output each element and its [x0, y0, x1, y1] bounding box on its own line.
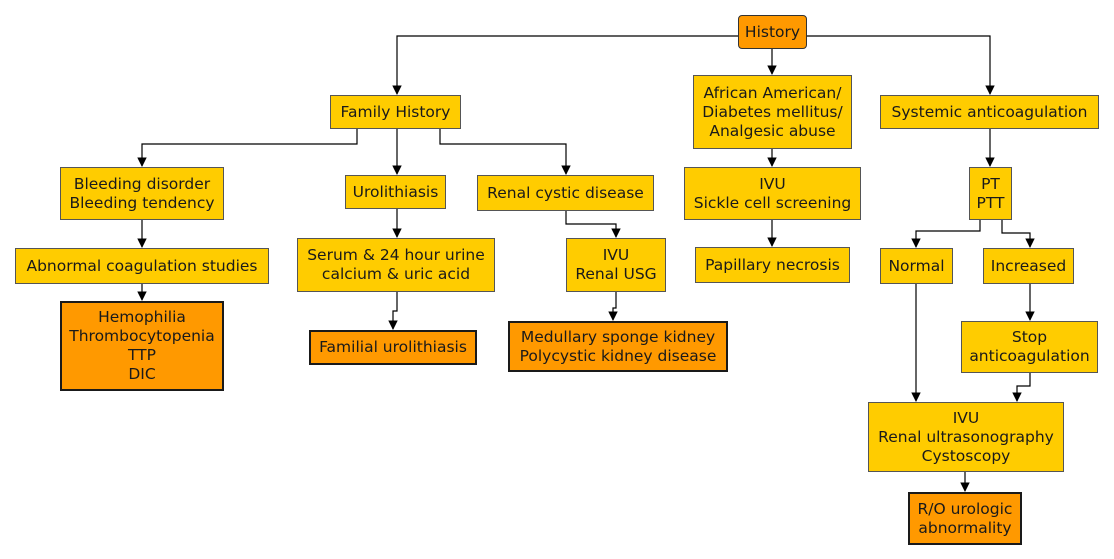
node-ivu-ultrasonography-cystoscopy: IVU Renal ultrasonography Cystoscopy	[868, 402, 1064, 472]
node-bleeding-disorder: Bleeding disorder Bleeding tendency	[60, 167, 224, 220]
node-renal-cystic-disease: Renal cystic disease	[477, 175, 654, 211]
node-serum-24h-urine: Serum & 24 hour urine calcium & uric aci…	[297, 238, 495, 292]
node-family-history: Family History	[330, 95, 461, 129]
edge-renal-cystic-ivu-renal-usg	[565, 210, 621, 238]
node-familial-urolithiasis: Familial urolithiasis	[309, 330, 477, 365]
node-abnormal-coagulation-studies: Abnormal coagulation studies	[15, 248, 269, 284]
node-ivu-renal-usg: IVU Renal USG	[566, 238, 666, 292]
edge-history-systemic-anticoagulation	[806, 35, 995, 95]
node-african-american-diabetes-analgesic: African American/ Diabetes mellitus/ Ana…	[693, 75, 852, 149]
node-hemophilia-thrombocytopenia-ttp-dic: Hemophilia Thrombocytopenia TTP DIC	[60, 301, 224, 391]
node-medullary-sponge-polycystic: Medullary sponge kidney Polycystic kidne…	[508, 321, 728, 372]
edge-history-family-history	[392, 35, 738, 95]
node-papillary-necrosis: Papillary necrosis	[695, 247, 850, 283]
edge-family-history-bleeding-disorder	[137, 128, 358, 167]
edge-pt-ptt-normal	[911, 219, 981, 248]
edge-pt-ptt-increased	[1001, 219, 1035, 248]
node-increased: Increased	[983, 248, 1074, 284]
edge-serum-urine-familial-urolithiasis	[388, 291, 398, 330]
node-history: History	[738, 15, 807, 49]
edge-stop-anticoagulation-ivu-cystoscopy	[1012, 372, 1031, 402]
node-stop-anticoagulation: Stop anticoagulation	[961, 321, 1098, 373]
node-urolithiasis: Urolithiasis	[345, 175, 446, 209]
node-pt-ptt: PT PTT	[969, 167, 1012, 220]
edge-family-history-renal-cystic-disease	[439, 128, 571, 175]
edge-ivu-renal-usg-medullary-sponge	[608, 291, 618, 321]
node-ivu-sickle-cell-screening: IVU Sickle cell screening	[684, 167, 861, 220]
node-ro-urologic-abnormality: R/O urologic abnormality	[908, 492, 1022, 545]
node-normal: Normal	[880, 248, 953, 284]
node-systemic-anticoagulation: Systemic anticoagulation	[880, 95, 1099, 129]
